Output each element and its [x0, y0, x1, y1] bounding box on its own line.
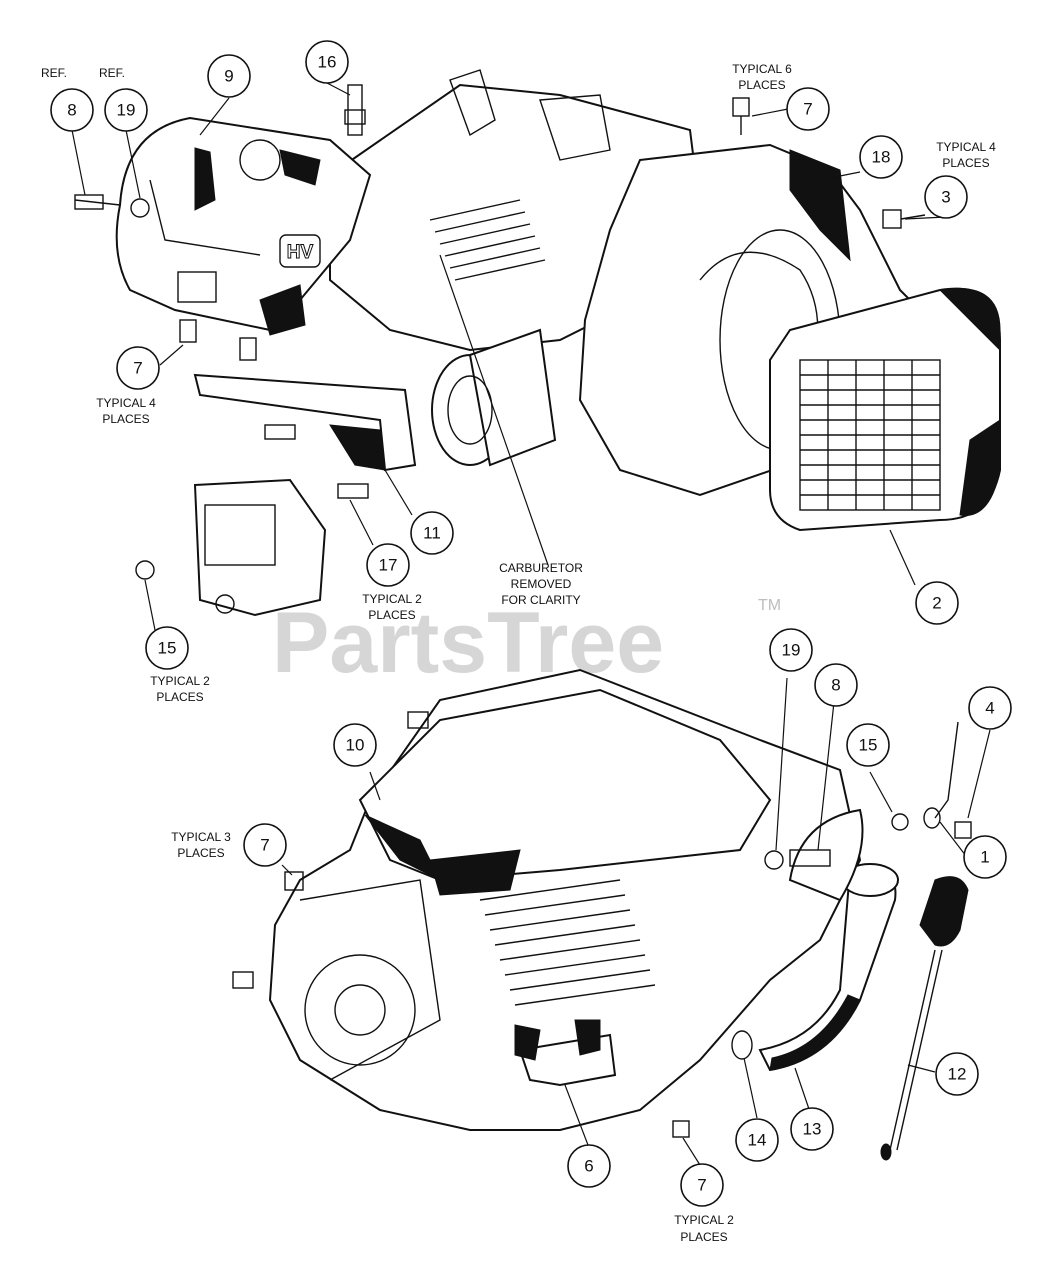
svg-text:12: 12	[948, 1065, 967, 1084]
svg-text:14: 14	[748, 1131, 767, 1150]
svg-text:7: 7	[803, 100, 812, 119]
note-typical-4-left-line1: TYPICAL 4	[96, 396, 156, 410]
ground-wire	[934, 721, 959, 819]
note-ref-8: REF.	[41, 66, 67, 80]
callout-4: 4	[968, 686, 1012, 730]
callout-12: 12	[935, 1052, 979, 1096]
tube-bracket	[788, 808, 864, 902]
callout-3: 3	[924, 175, 968, 219]
note-typical-2-bottom-line2: PLACES	[680, 1230, 727, 1244]
note-typical-2-17-line2: PLACES	[368, 608, 415, 622]
svg-text:11: 11	[423, 524, 441, 543]
o-ring	[731, 1030, 753, 1060]
callout-15-typ2: 15	[145, 626, 189, 670]
svg-text:4: 4	[985, 699, 994, 718]
screen-grille	[799, 359, 941, 511]
svg-text:18: 18	[872, 148, 891, 167]
note-typical-4-right-line2: PLACES	[942, 156, 989, 170]
note-typical-6-line2: PLACES	[738, 78, 785, 92]
engine-badge: HV	[287, 242, 314, 263]
callout-16: 16	[305, 40, 349, 84]
callout-10: 10	[333, 723, 377, 767]
callout-8-ref: 8	[50, 88, 94, 132]
callout-18: 18	[859, 135, 903, 179]
callout-9: 9	[207, 54, 251, 98]
svg-text:8: 8	[831, 676, 840, 695]
svg-text:13: 13	[803, 1120, 822, 1139]
callout-2: 2	[915, 581, 959, 625]
callout-11: 11	[410, 511, 454, 555]
callout-15: 15	[846, 723, 890, 767]
callout-1: 1	[963, 835, 1007, 879]
callout-7-typ4: 7	[116, 346, 160, 390]
ignition-module	[193, 478, 327, 617]
svg-text:15: 15	[158, 639, 177, 658]
lower-bolt-hardware	[232, 711, 831, 1138]
callout-6: 6	[567, 1144, 611, 1188]
svg-text:9: 9	[224, 67, 233, 86]
callout-8: 8	[814, 663, 858, 707]
svg-text:19: 19	[117, 101, 136, 120]
callout-7-typ3: 7	[243, 823, 287, 867]
notes: REF. REF. TYPICAL 6 PLACES TYPICAL 4 PLA…	[41, 62, 996, 1244]
svg-text:3: 3	[941, 188, 950, 207]
svg-text:19: 19	[782, 641, 801, 660]
leader-lines	[71, 82, 991, 1166]
note-ref-19: REF.	[99, 66, 125, 80]
bolt-hardware	[74, 84, 926, 614]
note-typical-2-17-line1: TYPICAL 2	[362, 592, 422, 606]
svg-text:15: 15	[859, 736, 878, 755]
note-typical-2-15-line2: PLACES	[156, 690, 203, 704]
svg-text:1: 1	[980, 848, 989, 867]
note-carburetor-line2: REMOVED	[511, 577, 572, 591]
svg-text:8: 8	[67, 101, 76, 120]
callout-19: 19	[769, 628, 813, 672]
note-typical-4-right-line1: TYPICAL 4	[936, 140, 996, 154]
svg-text:10: 10	[346, 736, 365, 755]
note-typical-2-bottom-line1: TYPICAL 2	[674, 1213, 734, 1227]
callout-14: 14	[735, 1118, 779, 1162]
upper-engine-assembly: HV	[74, 69, 1001, 617]
callout-17: 17	[366, 543, 410, 587]
note-carburetor-line3: FOR CLARITY	[501, 593, 580, 607]
note-carburetor-line1: CARBURETOR	[499, 561, 583, 575]
callout-7-typ2: 7	[680, 1163, 724, 1207]
note-typical-3-line1: TYPICAL 3	[171, 830, 231, 844]
svg-text:6: 6	[584, 1157, 593, 1176]
svg-text:17: 17	[379, 556, 398, 575]
svg-text:7: 7	[260, 836, 269, 855]
callout-13: 13	[790, 1107, 834, 1151]
svg-text:7: 7	[697, 1176, 706, 1195]
note-typical-3-line2: PLACES	[177, 846, 224, 860]
callout-19-ref: 19	[104, 88, 148, 132]
note-typical-2-15-line1: TYPICAL 2	[150, 674, 210, 688]
watermark: PartsTree	[272, 595, 664, 691]
trademark: TM	[758, 597, 781, 614]
svg-text:2: 2	[932, 594, 941, 613]
note-typical-6-line1: TYPICAL 6	[732, 62, 792, 76]
svg-text:7: 7	[133, 359, 142, 378]
dipstick	[880, 876, 969, 1161]
cylinder-shroud-lower	[358, 688, 772, 882]
note-typical-4-left-line2: PLACES	[102, 412, 149, 426]
lower-engine-assembly	[232, 668, 972, 1161]
svg-text:16: 16	[318, 53, 337, 72]
callout-7-typ6: 7	[786, 87, 830, 131]
